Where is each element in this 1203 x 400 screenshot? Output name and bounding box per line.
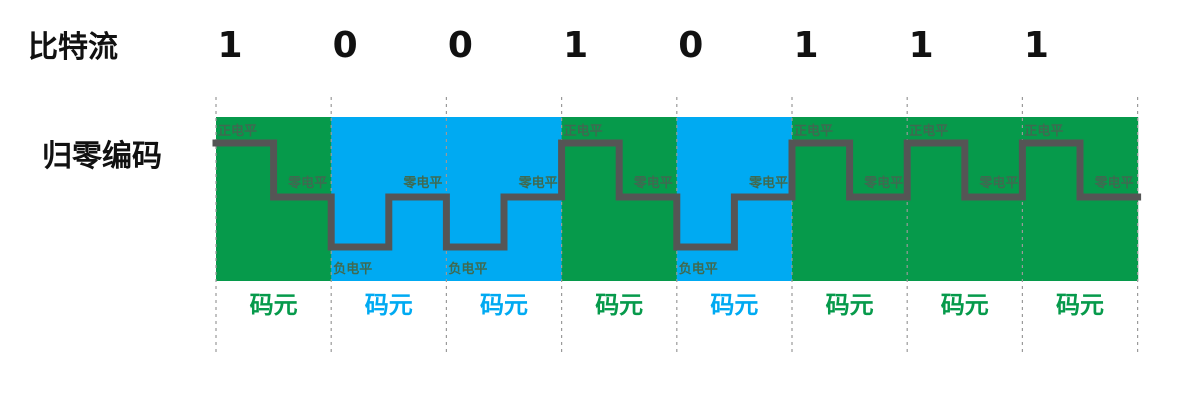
encoding-row-label: 归零编码 [42, 139, 162, 174]
symbol-label: 码元 [941, 291, 989, 319]
zero-level-label: 零电平 [633, 175, 673, 191]
bitstream-row-label: 比特流 [28, 30, 118, 65]
positive-level-label: 正电平 [218, 123, 257, 139]
symbol-label: 码元 [595, 291, 643, 319]
zero-level-label: 零电平 [748, 175, 788, 191]
zero-level-label: 零电平 [1094, 175, 1134, 191]
negative-level-label: 负电平 [448, 261, 487, 277]
bit-value: 0 [333, 25, 358, 66]
bit-value: 1 [563, 25, 588, 66]
zero-level-label: 零电平 [402, 175, 442, 191]
bit-values: 1 0 0 1 0 1 1 1 [217, 25, 1048, 66]
symbol-labels: 码元 码元 码元 码元 码元 码元 码元 码元 [250, 291, 1104, 319]
positive-level-label: 正电平 [909, 123, 948, 139]
symbol-label: 码元 [480, 291, 528, 319]
negative-level-label: 负电平 [333, 261, 372, 277]
bit-value: 0 [678, 25, 703, 66]
bit-value: 1 [1024, 25, 1049, 66]
bit-value: 1 [909, 25, 934, 66]
rz-waveform [212, 139, 1142, 251]
symbol-label: 码元 [250, 291, 298, 319]
symbol-label: 码元 [826, 291, 874, 319]
bit-value: 0 [448, 25, 473, 66]
symbol-label: 码元 [1056, 291, 1104, 319]
bit-value: 1 [793, 25, 818, 66]
positive-level-label: 正电平 [1024, 123, 1063, 139]
zero-level-label: 零电平 [978, 175, 1018, 191]
zero-level-label: 零电平 [863, 175, 903, 191]
zero-level-label: 零电平 [287, 175, 327, 191]
bit-value: 1 [217, 25, 242, 66]
symbol-label: 码元 [365, 291, 413, 319]
zero-level-label: 零电平 [518, 175, 558, 191]
symbol-label: 码元 [710, 291, 758, 319]
negative-level-label: 负电平 [679, 261, 718, 277]
positive-level-label: 正电平 [794, 123, 833, 139]
positive-level-label: 正电平 [564, 123, 603, 139]
